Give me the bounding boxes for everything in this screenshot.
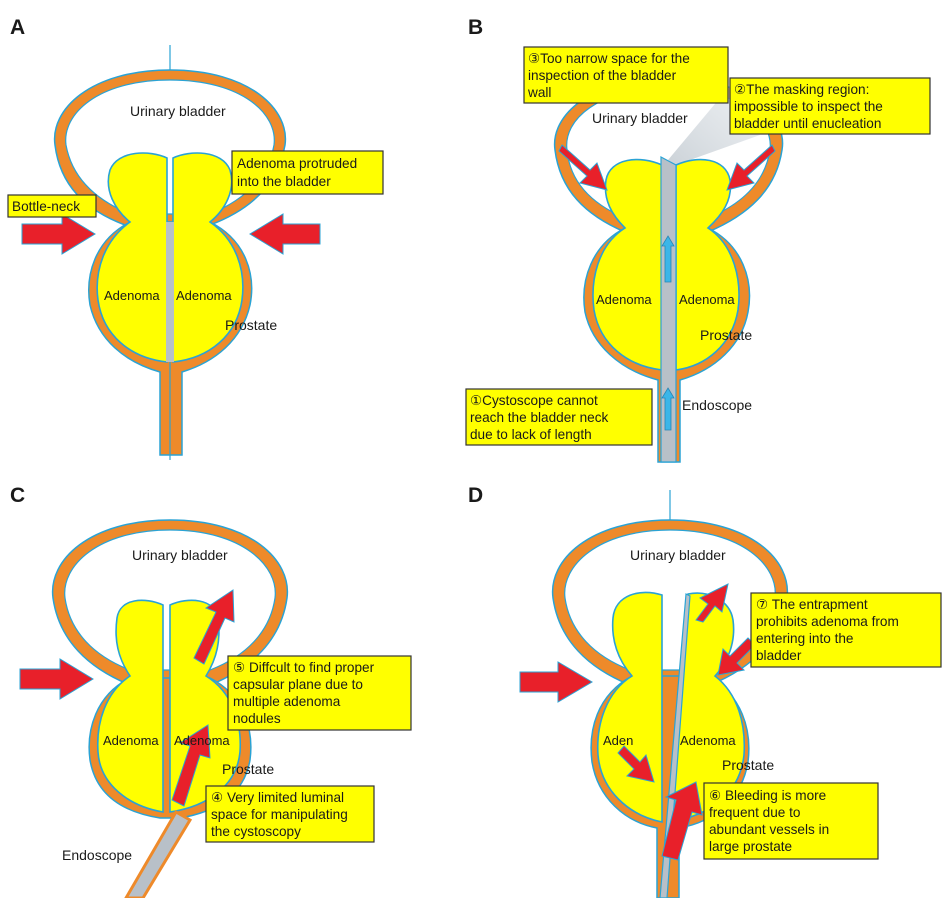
callout-adenoma-protruded: Adenoma protruded into the bladder — [232, 151, 383, 194]
svg-text:wall: wall — [527, 85, 551, 100]
label-adenoma-right: Adenoma — [680, 733, 736, 748]
svg-text:reach the bladder neck: reach the bladder neck — [470, 410, 608, 425]
label-endoscope: Endoscope — [682, 397, 752, 413]
arrow-bottleneck-right — [250, 214, 320, 254]
callout-masking-region: ②The masking region: impossible to inspe… — [730, 78, 930, 134]
svg-text:bladder: bladder — [756, 648, 802, 663]
callout-cystoscope-length: ①Cystoscope cannot reach the bladder nec… — [466, 389, 652, 445]
svg-text:frequent due to: frequent due to — [709, 805, 800, 820]
svg-text:into the bladder: into the bladder — [237, 174, 331, 189]
label-prostate: Prostate — [722, 757, 774, 773]
arrow-bottleneck-left — [520, 662, 592, 702]
label-adenoma-left: Aden — [603, 733, 633, 748]
svg-text:multiple adenoma: multiple adenoma — [233, 694, 341, 709]
label-adenoma-left: Adenoma — [103, 733, 159, 748]
svg-text:④ Very limited luminal: ④ Very limited luminal — [211, 790, 344, 805]
svg-text:Bottle-neck: Bottle-neck — [12, 199, 80, 214]
svg-text:bladder until enucleation: bladder until enucleation — [734, 116, 881, 131]
panel-letter-a: A — [10, 16, 25, 39]
panel-letter-c: C — [10, 484, 25, 507]
arrow-bottleneck-left — [20, 659, 93, 699]
callout-narrow-space: ③Too narrow space for the inspection of … — [524, 47, 728, 103]
panel-letter-b: B — [468, 16, 483, 39]
label-prostate: Prostate — [700, 327, 752, 343]
svg-text:⑤ Diffcult to find proper: ⑤ Diffcult to find proper — [233, 660, 375, 675]
svg-text:capsular plane due to: capsular plane due to — [233, 677, 363, 692]
svg-text:large prostate: large prostate — [709, 839, 792, 854]
svg-text:prohibits adenoma from: prohibits adenoma from — [756, 614, 899, 629]
label-urinary-bladder: Urinary bladder — [132, 547, 228, 563]
svg-text:Adenoma protruded: Adenoma protruded — [237, 156, 357, 171]
svg-text:abundant vessels in: abundant vessels in — [709, 822, 829, 837]
svg-text:①Cystoscope cannot: ①Cystoscope cannot — [470, 393, 598, 408]
panel-b: B Urinary bladder Adenoma Adenoma Prosta… — [466, 16, 930, 462]
endoscope-shaft — [126, 812, 190, 898]
callout-bleeding: ⑥ Bleeding is more frequent due to abund… — [704, 783, 878, 859]
label-prostate: Prostate — [222, 761, 274, 777]
callout-luminal-space: ④ Very limited luminal space for manipul… — [206, 786, 374, 842]
svg-text:nodules: nodules — [233, 711, 281, 726]
svg-text:inspection of the bladder: inspection of the bladder — [528, 68, 677, 83]
svg-text:⑦ The entrapment: ⑦ The entrapment — [756, 597, 868, 612]
panel-letter-d: D — [468, 484, 483, 507]
panel-c: C Urinary bladder Adenoma Adenoma Prosta… — [10, 484, 411, 898]
panel-d: D Urinary bladder Aden Adenoma Prostate … — [468, 484, 941, 898]
callout-capsular-plane: ⑤ Diffcult to find proper capsular plane… — [228, 656, 411, 730]
panel-a: A Urinary bladder Adenoma Adenoma Prosta… — [8, 16, 383, 460]
arrow-bottleneck-left — [22, 214, 95, 254]
label-adenoma-right: Adenoma — [174, 733, 230, 748]
label-prostate: Prostate — [225, 317, 277, 333]
label-adenoma-left: Adenoma — [104, 288, 160, 303]
svg-text:②The masking region:: ②The masking region: — [734, 82, 869, 97]
label-endoscope: Endoscope — [62, 847, 132, 863]
svg-text:impossible to inspect the: impossible to inspect the — [734, 99, 883, 114]
label-adenoma-right: Adenoma — [176, 288, 232, 303]
callout-entrapment: ⑦ The entrapment prohibits adenoma from … — [751, 593, 941, 667]
svg-text:entering into the: entering into the — [756, 631, 854, 646]
label-adenoma-left: Adenoma — [596, 292, 652, 307]
label-urinary-bladder: Urinary bladder — [592, 110, 688, 126]
svg-text:space for manipulating: space for manipulating — [211, 807, 348, 822]
svg-text:⑥ Bleeding is more: ⑥ Bleeding is more — [709, 788, 826, 803]
urethra-channel — [166, 222, 174, 362]
callout-bottle-neck: Bottle-neck — [8, 195, 96, 217]
label-adenoma-right: Adenoma — [679, 292, 735, 307]
svg-text:③Too narrow space for the: ③Too narrow space for the — [528, 51, 690, 66]
label-urinary-bladder: Urinary bladder — [130, 103, 226, 119]
svg-text:due to lack of length: due to lack of length — [470, 427, 592, 442]
label-urinary-bladder: Urinary bladder — [630, 547, 726, 563]
svg-text:the cystoscopy: the cystoscopy — [211, 824, 301, 839]
